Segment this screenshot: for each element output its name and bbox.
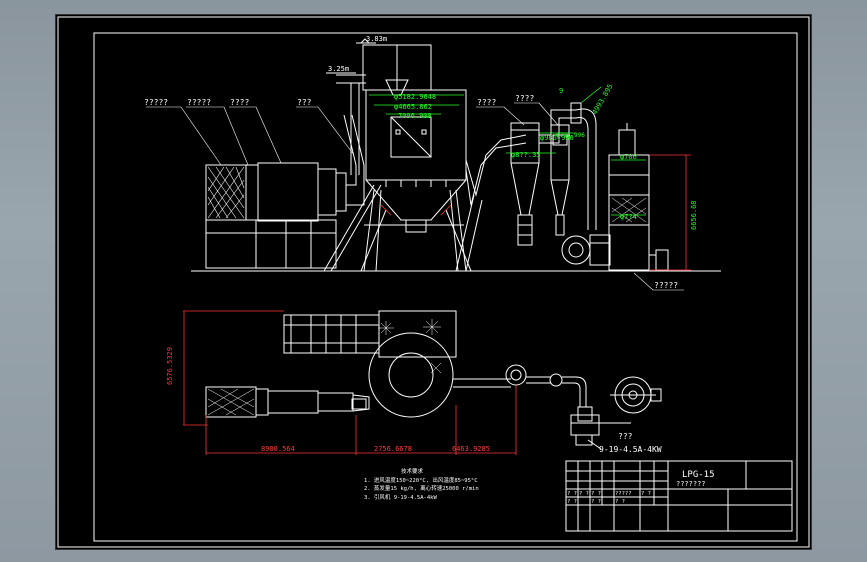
- title-cell-8: ? ?: [615, 499, 625, 505]
- drawing-sheet: ????? ????? ???? ??? ???? ???? ????? 3.8…: [55, 14, 812, 550]
- title-cell-6: ? ?: [567, 499, 577, 505]
- title-cell-3: ? ?: [591, 491, 601, 497]
- elevation-view: ????? ????? ???? ??? ???? ???? ????? 3.8…: [144, 35, 721, 291]
- dim-4: φ986.996: [540, 134, 574, 142]
- fan-model: 9-19-4.5A-4KW: [599, 445, 662, 454]
- plan-heater: [283, 314, 380, 354]
- cyclone-2: [550, 124, 570, 181]
- notes-line-2: 2. 蒸发量15 kg/h, 离心转速25000 r/min: [364, 484, 479, 492]
- title-model: LPG-15: [682, 470, 715, 480]
- outer-frame: [57, 16, 810, 548]
- dim-1: φ5182.9648: [394, 93, 436, 101]
- plan-dim-height: 6576.5329: [166, 347, 174, 385]
- fan-callout: ???: [618, 432, 633, 441]
- dim-10: 4993.895: [591, 83, 615, 116]
- plan-dim-a: 8900.564: [261, 445, 295, 453]
- title-name: ???????: [676, 480, 706, 488]
- level-mid: 3.25m: [328, 65, 349, 73]
- dim-11: 9: [559, 87, 563, 95]
- callout-7: ?????: [654, 281, 678, 290]
- title-cell-1: ? ?: [567, 491, 577, 497]
- dim-9: 6656.68: [690, 200, 698, 230]
- dim-6: φ796.996: [556, 132, 585, 139]
- level-top: 3.83m: [366, 35, 387, 43]
- plan-cyclone-2: [549, 373, 563, 387]
- callout-2: ?????: [187, 98, 211, 107]
- notes-heading: 技术要求: [401, 467, 424, 475]
- dim-2: φ4665.862: [394, 103, 432, 111]
- callout-6: ????: [515, 94, 534, 103]
- callout-1: ?????: [144, 98, 168, 107]
- plan-dim-c: 6463.9285: [452, 445, 490, 453]
- callout-3: ????: [230, 98, 249, 107]
- callout-5: ????: [477, 98, 496, 107]
- callout-4: ???: [297, 98, 312, 107]
- dim-7: φ706: [620, 153, 637, 161]
- notes-line-1: 1. 进风温度150~220°C, 出风温度85~95°C: [364, 476, 478, 484]
- heater-frame: [205, 219, 337, 269]
- title-cell-5: ? ?: [641, 491, 651, 497]
- plan-chamber: [368, 332, 454, 418]
- title-cell-2: ? ?: [579, 491, 589, 497]
- dim-8: φ7?4: [620, 213, 637, 221]
- notes-line-3: 3. 引风机 9-19-4.5A-4kW: [364, 493, 437, 501]
- tech-notes: 技术要求 1. 进风温度150~220°C, 出风温度85~95°C 2. 蒸发…: [364, 467, 479, 501]
- dim-3: 7096.908: [398, 112, 432, 120]
- air-heater: [257, 162, 319, 222]
- exhaust-fan: [561, 235, 591, 265]
- plan-cyclone-1: [505, 364, 527, 386]
- title-cell-7: ? ?: [591, 499, 601, 505]
- plan-view: 6576.5329 8900.564 2756.6678 6463.9285 ?…: [166, 310, 662, 455]
- inner-frame: [93, 32, 798, 542]
- plan-dim-b: 2756.6678: [374, 445, 412, 453]
- title-cell-4: ?????: [615, 491, 632, 497]
- cad-drawing: ????? ????? ???? ??? ???? ???? ????? 3.8…: [57, 16, 810, 548]
- dim-5: φ8??.35: [511, 151, 541, 159]
- title-block: LPG-15 ??????? ? ? ? ? ? ? ????? ? ? ? ?…: [565, 460, 793, 532]
